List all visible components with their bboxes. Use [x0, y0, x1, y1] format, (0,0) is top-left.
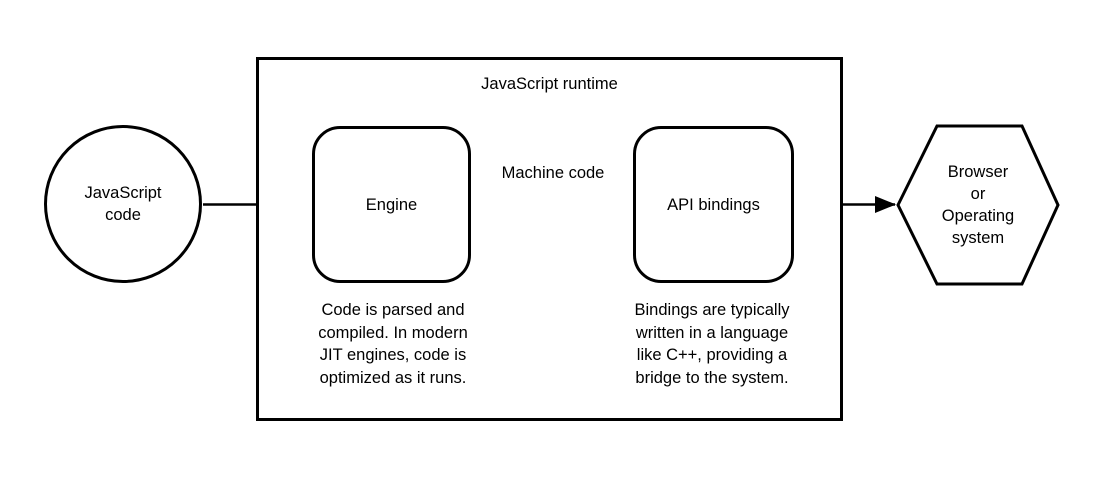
browser-os-hexagon — [896, 124, 1060, 286]
node-browser-os-label: Browser or Operating system — [941, 163, 1015, 247]
node-javascript-code-label: JavaScript code — [84, 184, 162, 224]
node-javascript-code: JavaScript code — [44, 125, 202, 283]
api-bindings-caption: Bindings are typically written in a lang… — [634, 301, 790, 387]
node-api-bindings: API bindings — [633, 126, 794, 283]
node-api-bindings-label: API bindings — [667, 195, 760, 214]
node-engine-label: Engine — [365, 195, 418, 214]
edge-label-machine-code: Machine code — [501, 164, 605, 182]
engine-caption: Code is parsed and compiled. In modern J… — [318, 301, 468, 387]
runtime-title: JavaScript runtime — [481, 75, 618, 93]
node-engine: Engine — [312, 126, 471, 283]
